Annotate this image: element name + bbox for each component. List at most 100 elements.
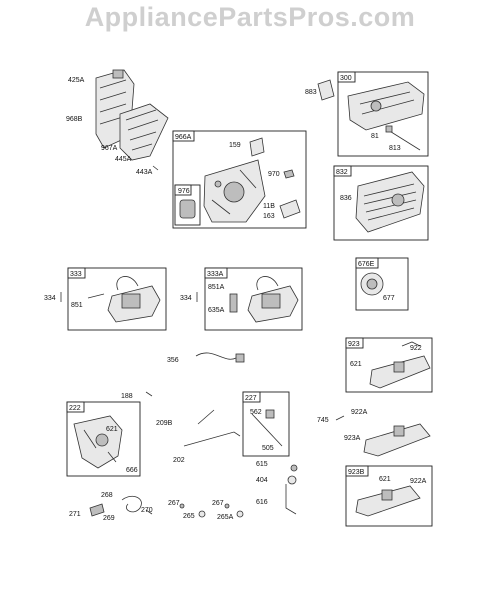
callout-tab-222 [66, 401, 85, 413]
bracket-271-drawing [89, 503, 105, 517]
label-81: 81 [371, 133, 379, 140]
callout-label-333a: 333A [207, 271, 224, 278]
watermark-text: AppliancePartsPros.com [84, 2, 416, 32]
callout-box-333 [67, 267, 167, 331]
nut-265a-drawing [236, 510, 244, 518]
label-334-a: 334 [44, 295, 56, 302]
callout-label-222: 222 [69, 405, 81, 412]
label-666: 666 [126, 467, 138, 474]
callout-box-333a [204, 267, 303, 331]
label-11b: 11B [263, 203, 275, 210]
callout-label-923: 923 [348, 341, 360, 348]
label-265a: 265A [217, 514, 234, 521]
label-621-a: 621 [350, 361, 362, 368]
label-851a: 851A [208, 284, 225, 291]
governor-shaft-616-drawing [285, 484, 297, 515]
screw-267-a-drawing [179, 503, 185, 509]
screw-813-drawing [387, 129, 421, 151]
air-filter-element-drawing [119, 103, 169, 161]
label-635a: 635A [208, 307, 225, 314]
callout-tab-227 [242, 391, 261, 403]
callout-box-227 [242, 391, 290, 457]
callout-tab-966a [172, 130, 195, 142]
wire-851-drawing [87, 293, 105, 299]
label-922a-b: 922A [410, 478, 427, 485]
part-970-drawing [283, 169, 295, 179]
label-267-a: 267 [168, 500, 180, 507]
label-445a: 445A [115, 156, 132, 163]
label-271: 271 [69, 511, 81, 518]
label-505: 505 [262, 445, 274, 452]
air-filter-base-drawing [203, 159, 266, 223]
label-443a: 443A [136, 169, 153, 176]
gasket-883-drawing [317, 79, 335, 101]
label-923a: 923A [344, 435, 361, 442]
gasket-163-drawing [279, 199, 301, 219]
label-836: 836 [340, 195, 352, 202]
label-356: 356 [167, 357, 179, 364]
screw-745-drawing [335, 415, 345, 421]
callout-label-676e: 676E [358, 261, 375, 268]
ignition-armature-drawing [107, 276, 161, 323]
label-616: 616 [256, 499, 268, 506]
callout-box-923 [345, 337, 433, 393]
ground-wire-356-drawing [195, 352, 237, 360]
ignition-armature-a-drawing [247, 276, 299, 323]
label-188: 188 [121, 393, 133, 400]
callout-tab-676e [355, 257, 379, 269]
screw-188-drawing [145, 391, 153, 397]
label-968b: 968B [66, 116, 83, 123]
label-621-c: 621 [379, 476, 391, 483]
callout-label-923b: 923B [348, 469, 365, 476]
label-883: 883 [305, 89, 317, 96]
label-163: 163 [263, 213, 275, 220]
callout-tab-300 [337, 71, 356, 83]
spark-plug-boot-drawing [229, 293, 238, 313]
label-562: 562 [250, 409, 262, 416]
governor-link-202-drawing [183, 431, 241, 447]
breather-part-159-drawing [249, 137, 265, 157]
control-bracket-923a-drawing [363, 423, 431, 457]
label-745: 745 [317, 417, 329, 424]
screw-267-b-drawing [224, 503, 230, 509]
label-967a: 967A [101, 145, 118, 152]
screw-443a-drawing [152, 165, 159, 171]
muffler-guard-drawing [355, 171, 425, 233]
muffler-drawing [347, 81, 425, 131]
spring-209b-drawing [197, 409, 215, 425]
callout-tab-333 [67, 267, 86, 279]
callout-tab-333a [204, 267, 228, 279]
label-404: 404 [256, 477, 268, 484]
terminal-356-drawing [235, 353, 245, 363]
nut-265-drawing [198, 510, 206, 518]
label-265: 265 [183, 513, 195, 520]
callout-box-832 [333, 165, 429, 241]
callout-box-966a [172, 130, 307, 229]
callout-box-676e [355, 257, 409, 311]
callout-box-222 [66, 401, 141, 477]
callout-box-300 [337, 71, 429, 157]
callout-label-976: 976 [178, 188, 190, 195]
spacer-81-drawing [385, 125, 393, 133]
callout-label-832: 832 [336, 169, 348, 176]
label-615: 615 [256, 461, 268, 468]
callout-tab-832 [333, 165, 352, 177]
control-bracket-923-drawing [369, 341, 431, 389]
governor-lever-drawing [251, 409, 283, 447]
label-970: 970 [268, 171, 280, 178]
screw-270-drawing [145, 509, 153, 515]
label-267-b: 267 [212, 500, 224, 507]
choke-cup-drawing [179, 199, 196, 219]
washer-404-drawing [287, 475, 297, 485]
knob-drawing [360, 272, 384, 296]
label-851: 851 [71, 302, 83, 309]
clip-615-drawing [290, 464, 298, 472]
callout-tab-923b [345, 465, 369, 477]
spring-268-drawing [121, 495, 142, 513]
callout-label-333: 333 [70, 271, 82, 278]
callout-box-923b [345, 465, 433, 527]
label-268: 268 [101, 492, 113, 499]
label-202: 202 [173, 457, 185, 464]
label-621-b: 621 [106, 426, 118, 433]
